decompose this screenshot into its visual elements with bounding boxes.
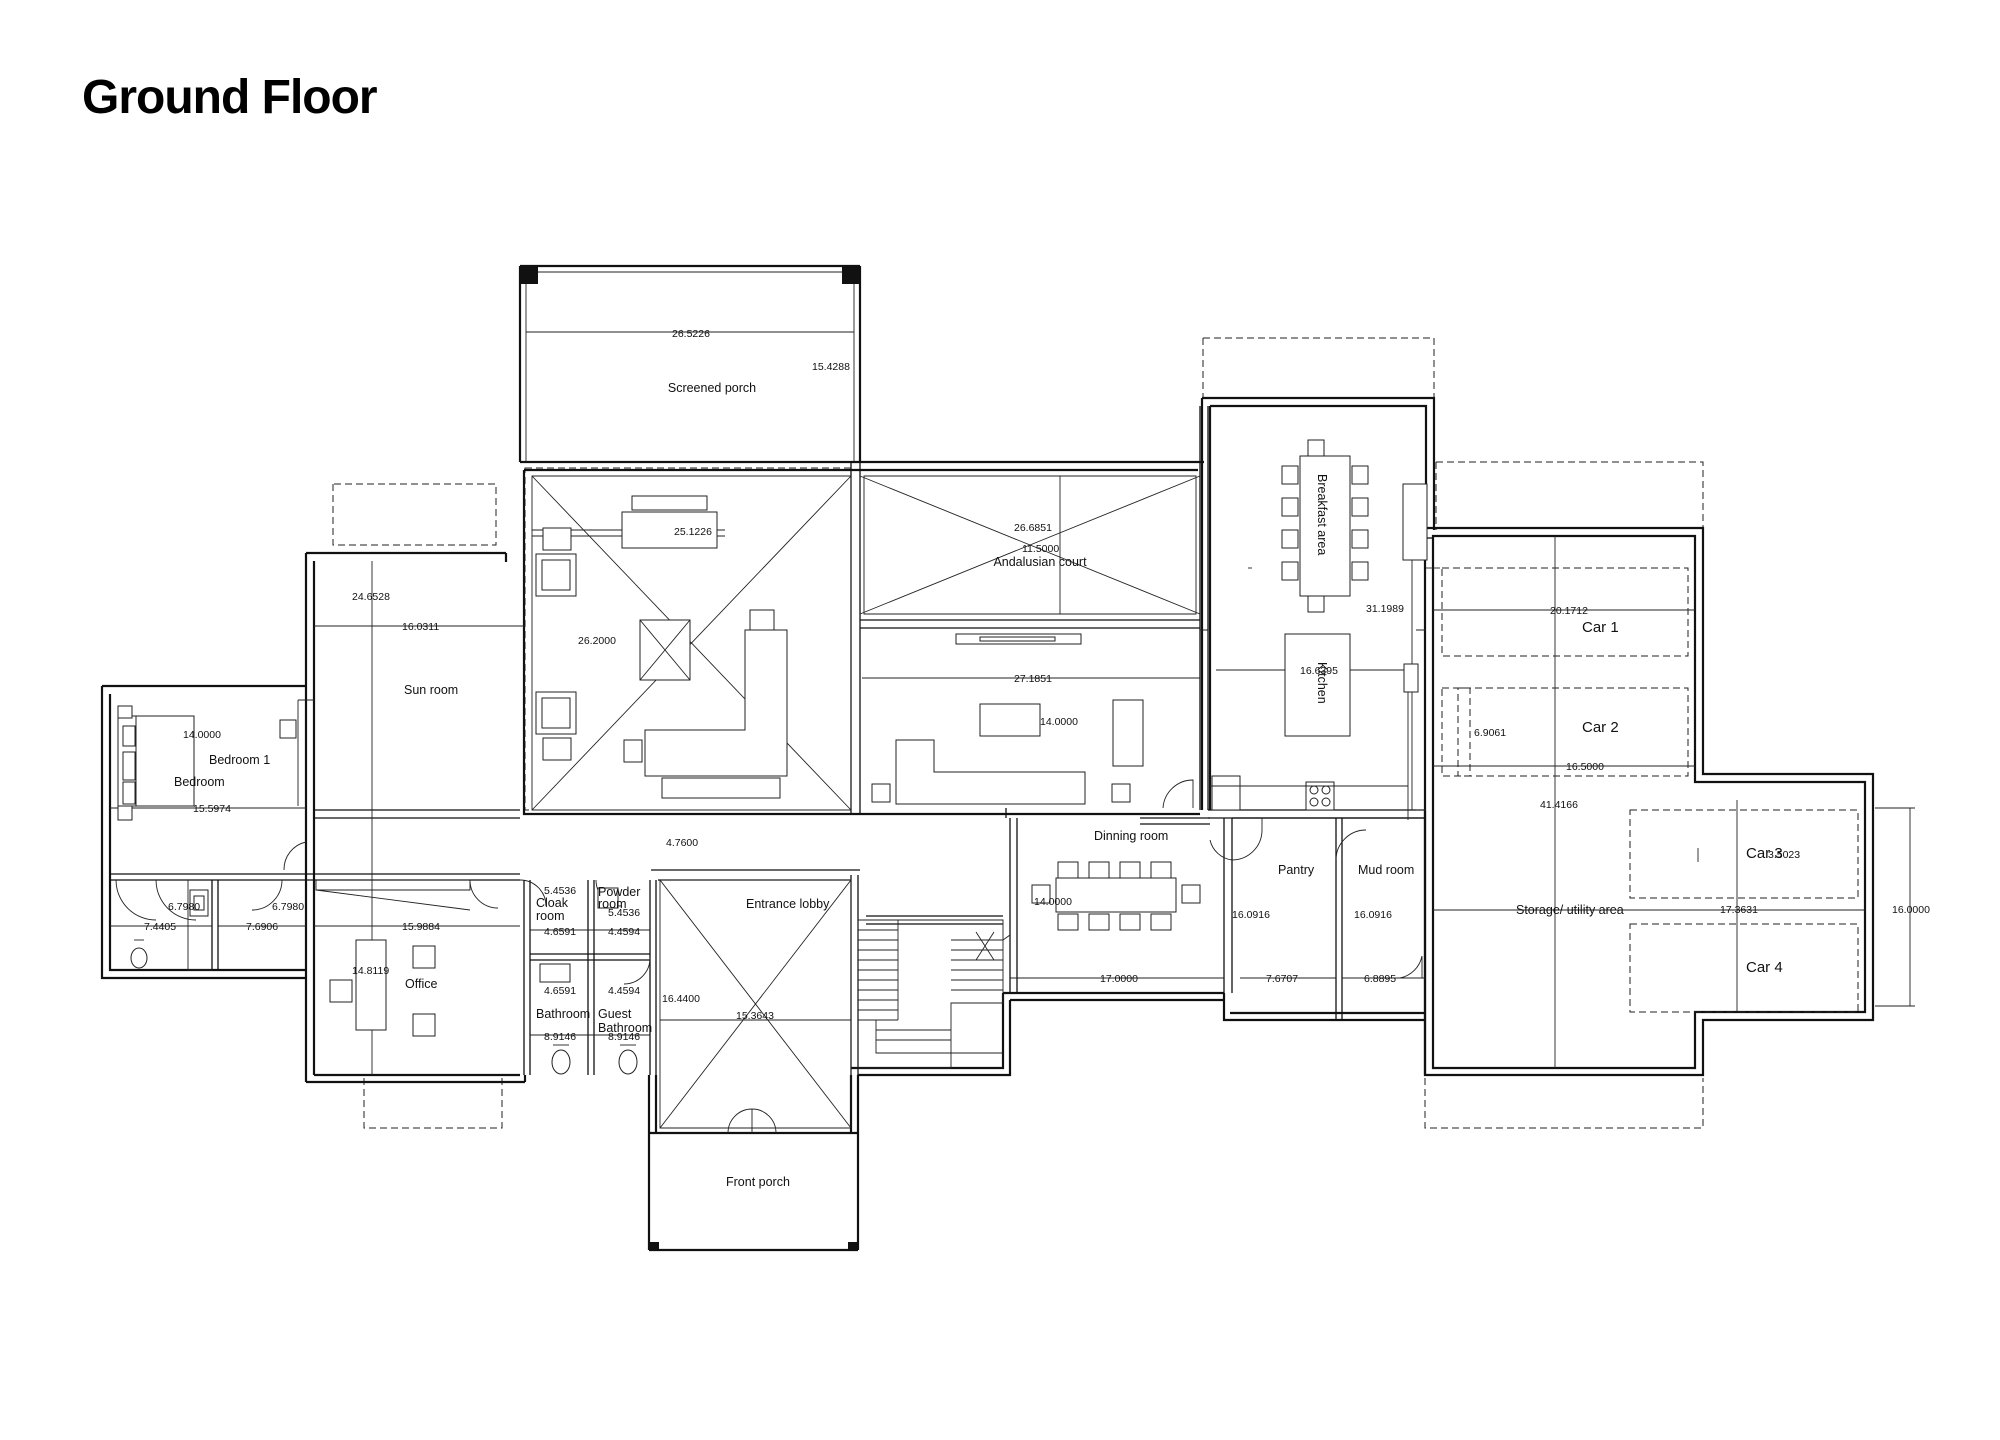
dim-7-6707: 7.6707 [1266, 973, 1298, 985]
dim-26-5226: 26.5226 [672, 328, 710, 340]
furniture [115, 439, 1859, 1134]
dim-4-4594-a: 4.4594 [608, 926, 640, 938]
room-label-car-1: Car 1 [1582, 619, 1619, 636]
dim-26-6851: 26.6851 [1014, 522, 1052, 534]
dim-17-3631: 17.3631 [1720, 904, 1758, 916]
room-label-front-porch: Front porch [726, 1175, 790, 1189]
dim-16-0916-a: 16.0916 [1232, 909, 1270, 921]
room-label-bedroom-1: Bedroom 1 [209, 753, 270, 767]
dim-7-4405: 7.4405 [144, 921, 176, 933]
room-label-sun-room: Sun room [404, 683, 458, 697]
dim-14-0000-a: 14.0000 [1040, 716, 1078, 728]
dim-6-9061: 6.9061 [1474, 727, 1506, 739]
dim-7-6906: 7.6906 [246, 921, 278, 933]
dim-17-0000: 17.0000 [1100, 973, 1138, 985]
dim-11-5000: 11.5000 [1022, 543, 1059, 555]
dim-27-1851: 27.1851 [1014, 673, 1052, 685]
interior-walls [110, 406, 1433, 1082]
room-label-car-3: Car 3 [1746, 845, 1783, 862]
dim-15-9884: 15.9884 [402, 921, 440, 933]
room-label-screened-porch: Screened porch [668, 381, 756, 395]
room-label-guest: Guest [598, 1007, 632, 1021]
dim-6-8895: 6.8895 [1364, 973, 1396, 985]
dashed-outlines [332, 337, 1704, 1129]
dim-16-6395: 16.6395 [1300, 665, 1338, 677]
room-label-powder: Powder [598, 885, 640, 899]
dim-24-6528: 24.6528 [352, 591, 390, 603]
dim-5-4536-a: 5.4536 [544, 885, 576, 897]
dim-20-1712: 20.1712 [1550, 605, 1588, 617]
room-label-storage: Storage/ utility area [1516, 903, 1624, 917]
dim-41-4166: 41.4166 [1540, 799, 1578, 811]
dim-14-0000-b: 14.0000 [183, 729, 221, 741]
room-label-car-4: Car 4 [1746, 959, 1783, 976]
room-label-guest-bathroom: Bathroom [598, 1021, 652, 1035]
dim-15-4288: 15.4288 [812, 361, 850, 373]
room-label-cloak-room: room [536, 909, 564, 923]
dim-5-4536-b: 5.4536 [608, 907, 640, 919]
exterior-walls [100, 264, 1875, 1252]
dim-25-1226: 25.1226 [674, 526, 712, 538]
dim-4-7600: 4.7600 [666, 837, 698, 849]
dim-16-4400: 16.4400 [662, 993, 700, 1005]
room-labels: Screened porch Andalusian court Breakfas… [174, 381, 1783, 1189]
dim-6-7980-b: 6.7980 [272, 901, 304, 913]
dim-16-0916-b: 16.0916 [1354, 909, 1392, 921]
room-label-andalusian-court: Andalusian court [993, 555, 1087, 569]
room-label-breakfast-area: Breakfast area [1315, 474, 1329, 555]
dim-16-0311: 16.0311 [402, 621, 439, 633]
room-label-car-2: Car 2 [1582, 719, 1619, 736]
dim-3-5023: 3.5023 [1768, 849, 1800, 861]
room-label-cloak: Cloak [536, 896, 569, 910]
open-above-markers [531, 475, 1201, 1129]
dim-8-9146-a: 8.9146 [544, 1031, 576, 1043]
dim-14-0000-c: 14.0000 [1034, 896, 1072, 908]
dim-31-1989: 31.1989 [1366, 603, 1404, 615]
dim-15-3643: 15.3643 [736, 1010, 774, 1022]
dim-14-8119: 14.8119 [352, 965, 389, 977]
dim-16-0000: 16.0000 [1892, 904, 1930, 916]
room-label-pantry: Pantry [1278, 863, 1315, 877]
dim-15-5974: 15.5974 [193, 803, 231, 815]
room-label-office: Office [405, 977, 437, 991]
room-label-dinning-room: Dinning room [1094, 829, 1168, 843]
dim-6-7980-a: 6.7980 [168, 901, 200, 913]
dim-16-5000: 16.5000 [1566, 761, 1604, 773]
dim-4-6591-a: 4.6591 [544, 926, 576, 938]
dim-4-4594-b: 4.4594 [608, 985, 640, 997]
page-title: Ground Floor [82, 71, 378, 124]
room-label-powder-room: room [598, 897, 626, 911]
dim-26-2000: 26.2000 [578, 635, 616, 647]
room-label-bathroom: Bathroom [536, 1007, 590, 1021]
dim-8-9146-b: 8.9146 [608, 1031, 640, 1043]
room-label-bedroom: Bedroom [174, 775, 225, 789]
room-label-kitchen: Kitchen [1315, 662, 1329, 704]
dim-4-6591-b: 4.6591 [544, 985, 576, 997]
room-label-entrance-lobby: Entrance lobby [746, 897, 830, 911]
dimension-labels: 26.5226 15.4288 25.1226 26.6851 11.5000 … [144, 328, 1930, 1043]
room-label-mud-room: Mud room [1358, 863, 1414, 877]
